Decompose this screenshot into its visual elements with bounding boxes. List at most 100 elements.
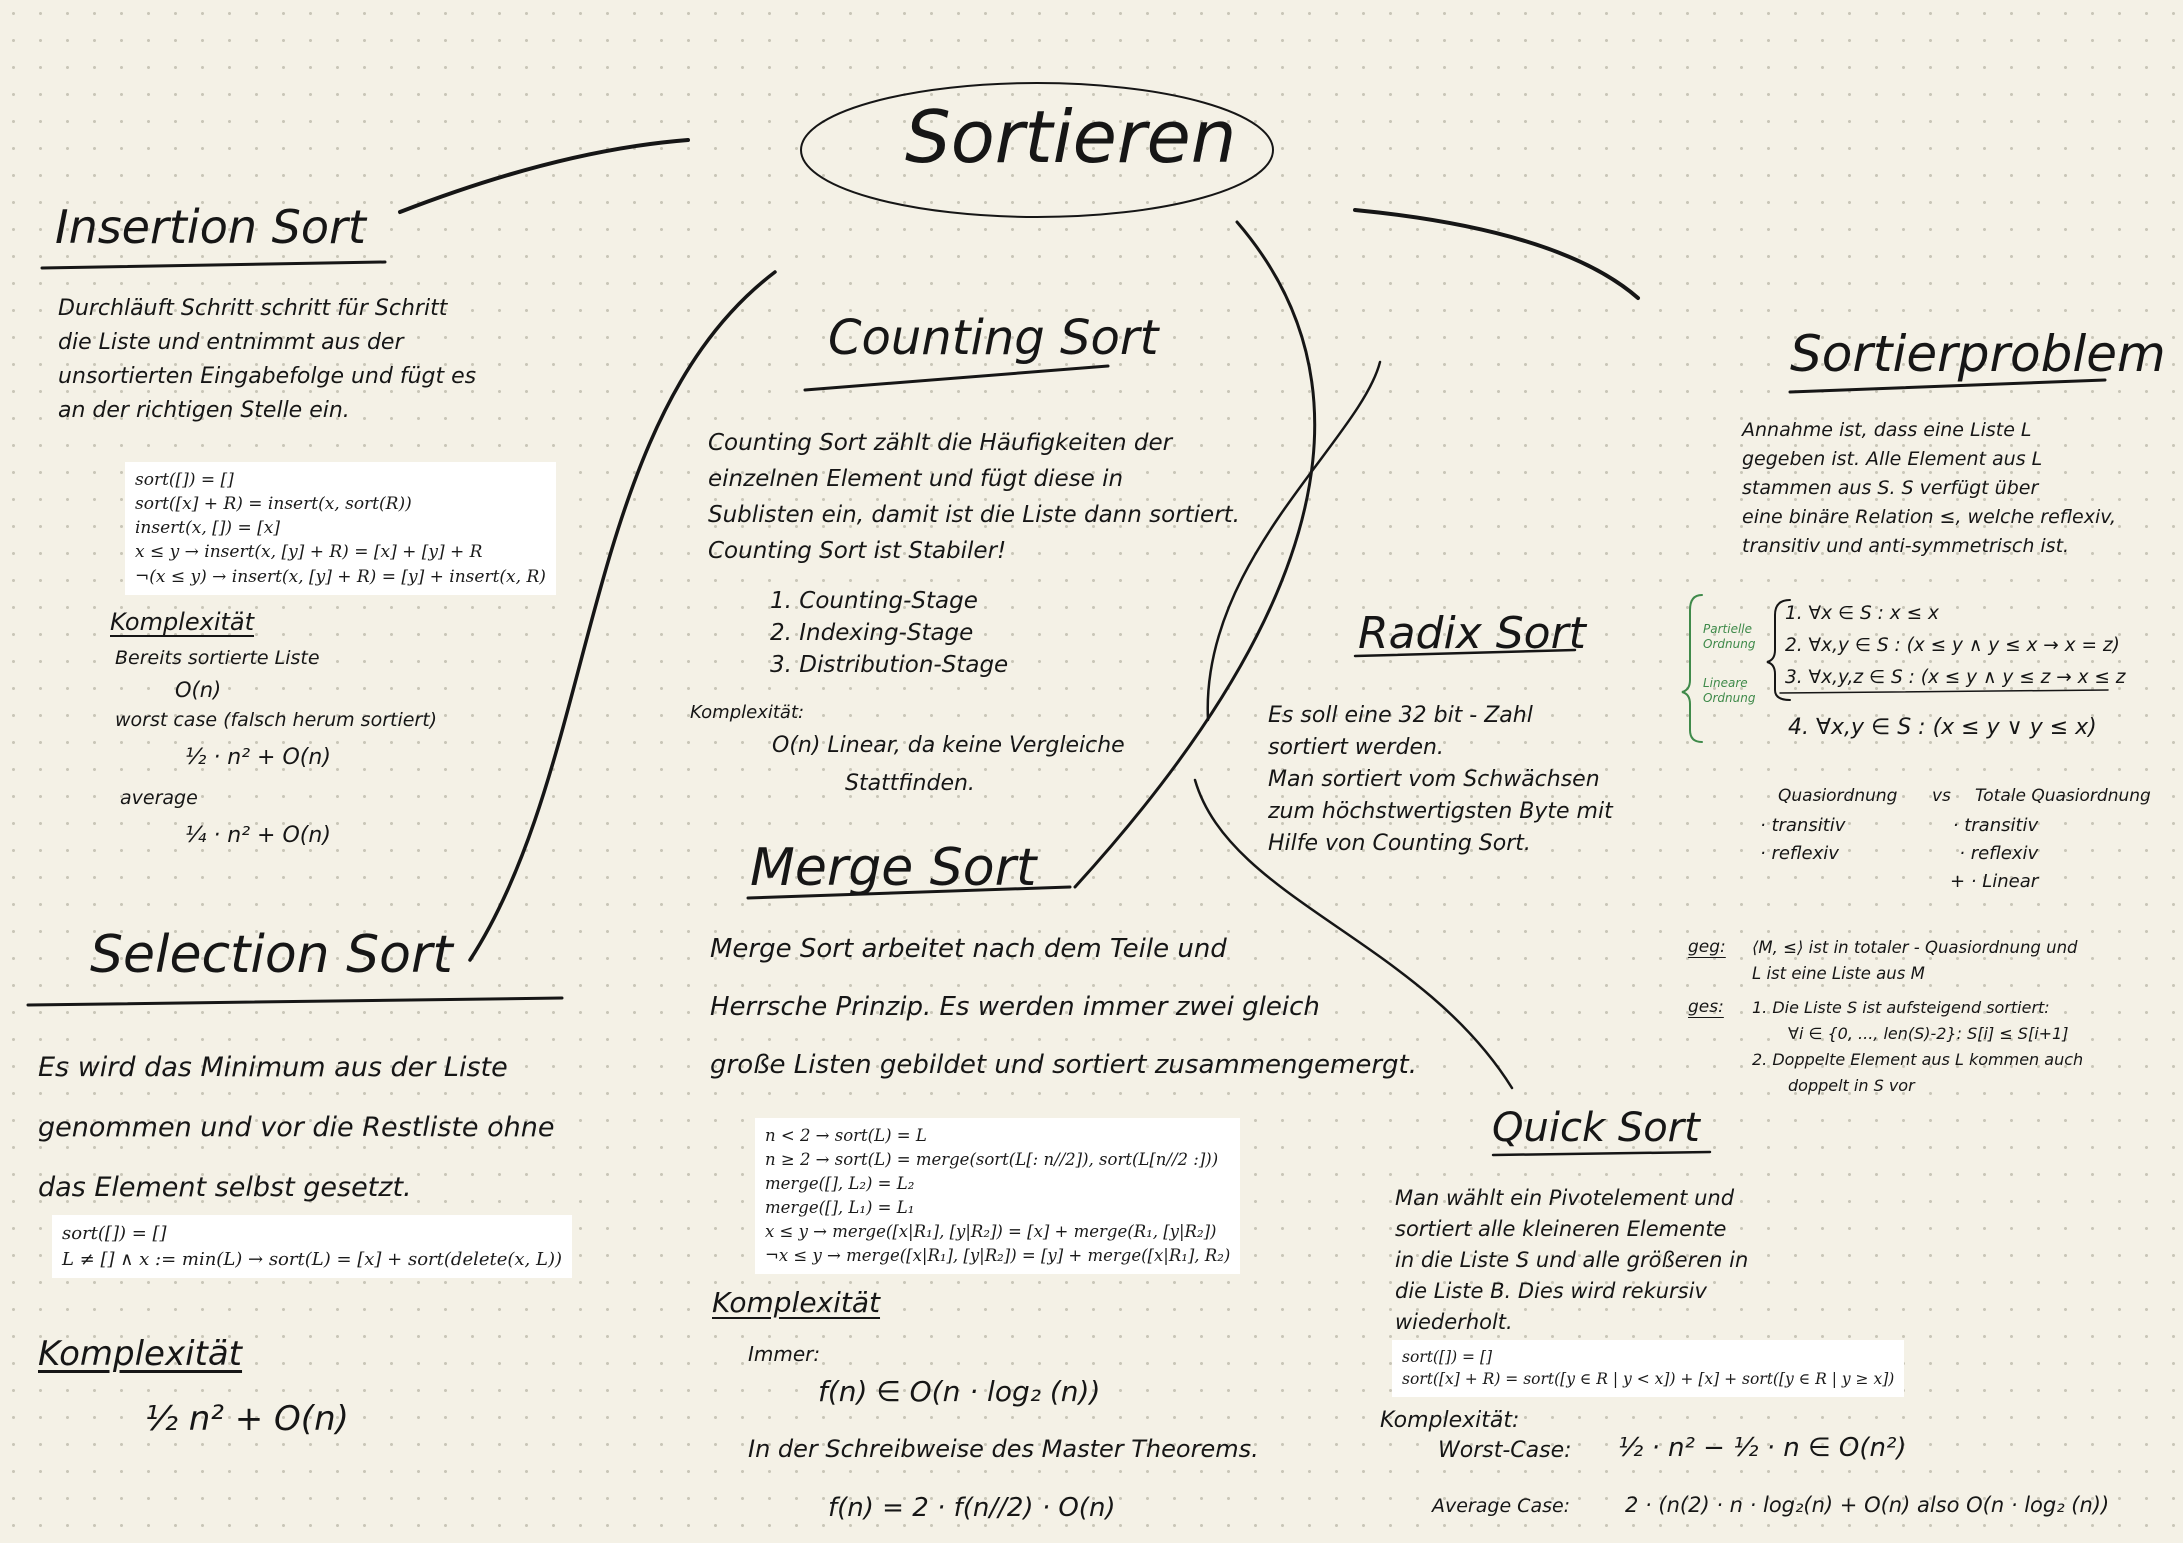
sortierproblem-description: Annahme ist, dass eine Liste L gegeben i… (1742, 416, 2116, 561)
insertion-complexity-average: ¼ · n² + O(n) (185, 823, 331, 848)
given-label: geg: (1688, 937, 1726, 957)
merge-title: Merge Sort (750, 838, 1037, 898)
linear-order-label: Lineare Ordnung (1703, 676, 1755, 706)
formula-line: n ≥ 2 → sort(L) = merge(sort(L[: n//2]),… (765, 1149, 1219, 1169)
quasi-heading-left: Quasiordnung (1778, 786, 1898, 806)
radix-desc-line: Es soll eine 32 bit - Zahl (1268, 703, 1533, 728)
partial-order-label: Partielle Ordnung (1703, 622, 1755, 652)
quasi-property: · reflexiv (1760, 843, 1839, 864)
formula-line: merge([], L₂) = L₂ (765, 1173, 915, 1193)
linear-order-label-line: Lineare (1703, 676, 1748, 690)
formula-line: ¬x ≤ y → merge([x|R₁], [y|R₂]) = [y] + m… (765, 1245, 1231, 1265)
insertion-formula-box: sort([]) = [] sort([x] + R) = insert(x, … (125, 462, 556, 595)
quick-description: Man wählt ein Pivotelement und sortiert … (1395, 1183, 1748, 1338)
radix-desc-line: sortiert werden. (1268, 735, 1444, 760)
selection-complexity: ½ n² + O(n) (145, 1399, 349, 1439)
merge-formula-box: n < 2 → sort(L) = L n ≥ 2 → sort(L) = me… (755, 1118, 1241, 1274)
insertion-desc-line: unsortierten Eingabefolge und fügt es (58, 364, 477, 389)
radix-desc-line: Hilfe von Counting Sort. (1268, 831, 1531, 856)
merge-desc-line: Merge Sort arbeitet nach dem Teile und (710, 934, 1227, 964)
partial-order-label-line: Partielle (1703, 622, 1752, 636)
formula-line: sort([]) = [] (1402, 1348, 1493, 1366)
merge-complexity-always-label: Immer: (748, 1342, 821, 1366)
insertion-complexity-label: Komplexität (110, 608, 255, 636)
radix-desc-line: zum höchstwertigsten Byte mit (1268, 799, 1613, 824)
selection-desc-line: Es wird das Minimum aus der Liste (38, 1052, 508, 1083)
counting-description: Counting Sort zählt die Häufigkeiten der… (708, 425, 1240, 569)
quasi-properties-right: · transitiv · reflexiv + · Linear (1950, 812, 2038, 896)
quasi-properties-left: · transitiv · reflexiv (1760, 812, 1845, 868)
underline-radix (1353, 648, 1577, 658)
quick-desc-line: die Liste B. Dies wird rekursiv (1395, 1279, 1707, 1303)
quick-desc-line: in die Liste S und alle größeren in (1395, 1248, 1749, 1272)
merge-master-formula: f(n) = 2 · f(n//2) · O(n) (828, 1493, 1116, 1523)
quick-desc-line: wiederholt. (1395, 1310, 1513, 1334)
insertion-complexity-best-label: Bereits sortierte Liste (115, 647, 320, 669)
connector-quick (1193, 778, 1514, 1090)
formula-line: n < 2 → sort(L) = L (765, 1126, 927, 1145)
brace-linear (1681, 594, 1703, 743)
quick-formula-box: sort([]) = [] sort([x] + R) = sort([y ∈ … (1392, 1340, 1905, 1397)
formula-line: x ≤ y → insert(x, [y] + R) = [x] + [y] +… (135, 542, 483, 563)
quasi-heading-right: Totale Quasiordnung (1975, 786, 2151, 806)
given-text: ⟨M, ≤⟩ ist in totaler - Quasiordnung und… (1752, 935, 2078, 987)
sortierproblem-desc-line: eine binäre Relation ≤, welche reflexiv, (1742, 506, 2116, 528)
formula-line: sort([x] + R) = insert(x, sort(R)) (135, 494, 412, 515)
counting-complexity-label: Komplexität: (690, 702, 805, 723)
sought-line: ∀i ∈ {0, ..., len(S)-2}: S[i] ≤ S[i+1] (1788, 1024, 2069, 1043)
connector-counting-merge (1073, 220, 1317, 889)
merge-desc-line: große Listen gebildet und sortiert zusam… (710, 1050, 1417, 1080)
connector-sortierproblem (1353, 208, 1640, 300)
counting-stage: 3. Distribution-Stage (770, 652, 1009, 678)
underline-quick (1491, 1150, 1712, 1157)
quick-desc-line: Man wählt ein Pivotelement und (1395, 1186, 1735, 1210)
counting-stages: 1. Counting-Stage 2. Indexing-Stage 3. D… (770, 585, 1008, 681)
formula-line: sort([]) = [] (62, 1223, 167, 1244)
quick-average-complexity: 2 · (n(2) · n · log₂(n) + O(n) also O(n … (1625, 1493, 2110, 1517)
selection-description: Es wird das Minimum aus der Liste genomm… (38, 1038, 554, 1218)
quick-title: Quick Sort (1492, 1105, 1700, 1151)
underline-sortierproblem (1788, 378, 2107, 394)
given-line: ⟨M, ≤⟩ ist in totaler - Quasiordnung und (1752, 938, 2078, 957)
order-axiom: 1. ∀x ∈ S : x ≤ x (1785, 603, 1939, 624)
quasi-heading-vs: vs (1932, 786, 1951, 806)
formula-line: sort([x] + R) = sort([y ∈ R | y < x]) + … (1402, 1370, 1895, 1389)
connector-selection (468, 270, 777, 962)
counting-desc-line: einzelnen Element und fügt diese in (708, 466, 1124, 492)
linear-order-label-line: Ordnung (1703, 691, 1756, 705)
order-axioms: 1. ∀x ∈ S : x ≤ x 2. ∀x,y ∈ S : (x ≤ y ∧… (1785, 598, 2126, 694)
selection-desc-line: das Element selbst gesetzt. (38, 1172, 412, 1203)
counting-desc-line: Sublisten ein, damit ist die Liste dann … (708, 502, 1240, 528)
sought-line: 1. Die Liste S ist aufsteigend sortiert: (1752, 998, 2050, 1017)
counting-complexity: O(n) Linear, da keine Vergleiche (772, 733, 1125, 758)
radix-desc-line: Man sortiert vom Schwächsen (1268, 767, 1600, 792)
center-title: Sortieren (905, 95, 1237, 179)
brace-partial (1766, 599, 1791, 701)
selection-title: Selection Sort (90, 925, 453, 985)
insertion-desc-line: Durchläuft Schritt schritt für Schritt (58, 296, 448, 321)
counting-complexity-note: Stattfinden. (845, 771, 975, 796)
merge-description: Merge Sort arbeitet nach dem Teile und H… (710, 920, 1417, 1094)
quick-complexity-label: Komplexität: (1380, 1408, 1520, 1433)
merge-complexity-label: Komplexität (712, 1286, 881, 1319)
formula-line: insert(x, []) = [x] (135, 518, 280, 539)
insertion-description: Durchläuft Schritt schritt für Schritt d… (58, 292, 476, 428)
formula-line: merge([], L₁) = L₁ (765, 1197, 915, 1217)
sought-line: doppelt in S vor (1788, 1076, 1915, 1095)
sortierproblem-desc-line: gegeben ist. Alle Element aus L (1742, 448, 2043, 470)
formula-line: L ≠ [] ∧ x := min(L) → sort(L) = [x] + s… (62, 1248, 563, 1270)
formula-line: sort([]) = [] (135, 470, 234, 490)
counting-stage: 2. Indexing-Stage (770, 620, 974, 646)
underline-insertion (40, 260, 387, 270)
center-ellipse (800, 82, 1274, 218)
quasi-property: · transitiv (1760, 815, 1846, 836)
sortierproblem-desc-line: stammen aus S. S verfügt über (1742, 477, 2039, 499)
counting-desc-line: Counting Sort zählt die Häufigkeiten der (708, 430, 1173, 456)
selection-complexity-label: Komplexität (38, 1334, 243, 1374)
sought-text: 1. Die Liste S ist aufsteigend sortiert:… (1752, 995, 2083, 1099)
partial-order-label-line: Ordnung (1703, 637, 1756, 651)
quick-average-label: Average Case: (1432, 1495, 1571, 1517)
underline-merge (746, 885, 1072, 900)
counting-stage: 1. Counting-Stage (770, 588, 978, 614)
